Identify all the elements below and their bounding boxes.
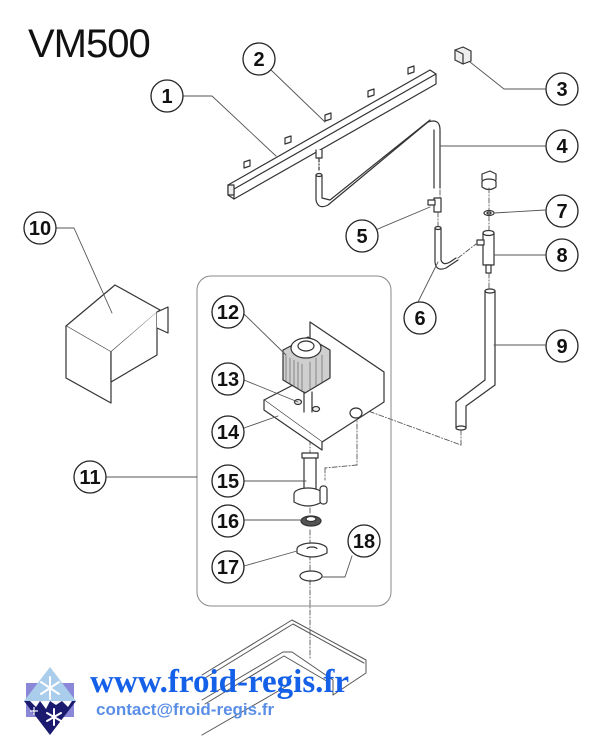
callout-circle xyxy=(211,550,245,584)
callout-circle xyxy=(545,238,579,272)
callout-label: 6 xyxy=(414,308,425,330)
callout-9: 9 xyxy=(545,329,579,363)
callout-circle xyxy=(403,301,437,335)
callout-17: 17 xyxy=(211,550,245,584)
part-6-elbow-tube xyxy=(434,225,459,270)
callout-label: 5 xyxy=(356,226,367,248)
callout-16: 16 xyxy=(211,504,245,538)
callout-circle xyxy=(545,129,579,163)
callout-label: 4 xyxy=(556,136,568,158)
part-10-cover xyxy=(65,284,169,404)
part-11-assembly-group-box xyxy=(196,275,392,607)
callout-14: 14 xyxy=(211,415,245,449)
part-15-pump-body xyxy=(293,452,328,507)
callout-11: 11 xyxy=(73,460,107,494)
callout-circle xyxy=(211,464,245,498)
callout-1: 1 xyxy=(150,79,184,113)
callout-10: 10 xyxy=(23,211,57,245)
callout-13: 13 xyxy=(211,362,245,396)
part-14-bracket xyxy=(263,321,385,451)
callout-circle xyxy=(150,79,184,113)
part-3-clip xyxy=(454,46,472,65)
callout-circle xyxy=(23,211,57,245)
callout-label: 11 xyxy=(79,467,100,489)
part-1-distributor-bar xyxy=(227,65,437,200)
callout-5: 5 xyxy=(345,219,379,253)
part-13-nuts xyxy=(293,398,321,413)
callout-15: 15 xyxy=(211,464,245,498)
callout-2: 2 xyxy=(242,42,276,76)
callout-label: 3 xyxy=(556,79,567,101)
callout-label: 18 xyxy=(353,531,375,553)
part-8-tee-fitting xyxy=(476,229,495,274)
callout-circle xyxy=(211,362,245,396)
callout-label: 10 xyxy=(29,218,51,240)
callout-6: 6 xyxy=(403,301,437,335)
callout-label: 7 xyxy=(556,201,567,223)
callout-circle xyxy=(242,42,276,76)
callout-label: 13 xyxy=(217,369,239,391)
part-16-impeller xyxy=(300,515,322,527)
callout-12: 12 xyxy=(211,295,245,329)
callout-label: 17 xyxy=(217,557,239,579)
part-12-motor xyxy=(282,336,331,413)
part-2-nozzles xyxy=(243,65,415,169)
part-9-drain-tube xyxy=(455,288,496,431)
part-5-t-connector xyxy=(427,197,442,213)
callout-circle xyxy=(545,194,579,228)
drip-tray xyxy=(201,619,367,736)
callout-8: 8 xyxy=(545,238,579,272)
callout-circle xyxy=(347,524,381,558)
contact-email-link[interactable]: contact@froid-regis.fr xyxy=(96,700,275,719)
part-17-pump-cover xyxy=(296,542,328,558)
callout-label: 2 xyxy=(253,49,264,71)
callout-circle xyxy=(545,329,579,363)
callout-label: 1 xyxy=(161,86,172,108)
callout-circle xyxy=(211,415,245,449)
callout-label: 16 xyxy=(217,511,239,533)
leader-lines xyxy=(55,61,546,578)
callout-label: 15 xyxy=(217,471,239,493)
callout-3: 3 xyxy=(545,72,579,106)
part-4-bent-tube xyxy=(315,119,441,208)
snowflake-diamond-logo-icon xyxy=(24,667,76,735)
callout-circle xyxy=(345,219,379,253)
part-knob xyxy=(481,170,497,191)
part-18-gasket xyxy=(299,570,323,582)
callout-label: 14 xyxy=(217,422,240,444)
callout-circle xyxy=(211,504,245,538)
website-link[interactable]: www.froid-regis.fr xyxy=(90,664,350,700)
part-7-washer xyxy=(483,209,495,217)
callout-circle xyxy=(545,72,579,106)
callout-circle xyxy=(211,295,245,329)
callout-7: 7 xyxy=(545,194,579,228)
callout-label: 12 xyxy=(217,302,239,324)
callout-label: 8 xyxy=(556,245,567,267)
callout-18: 18 xyxy=(347,524,381,558)
model-title: VM500 xyxy=(28,22,151,66)
callout-circle xyxy=(73,460,107,494)
callout-label: 9 xyxy=(556,336,567,358)
callout-4: 4 xyxy=(545,129,579,163)
